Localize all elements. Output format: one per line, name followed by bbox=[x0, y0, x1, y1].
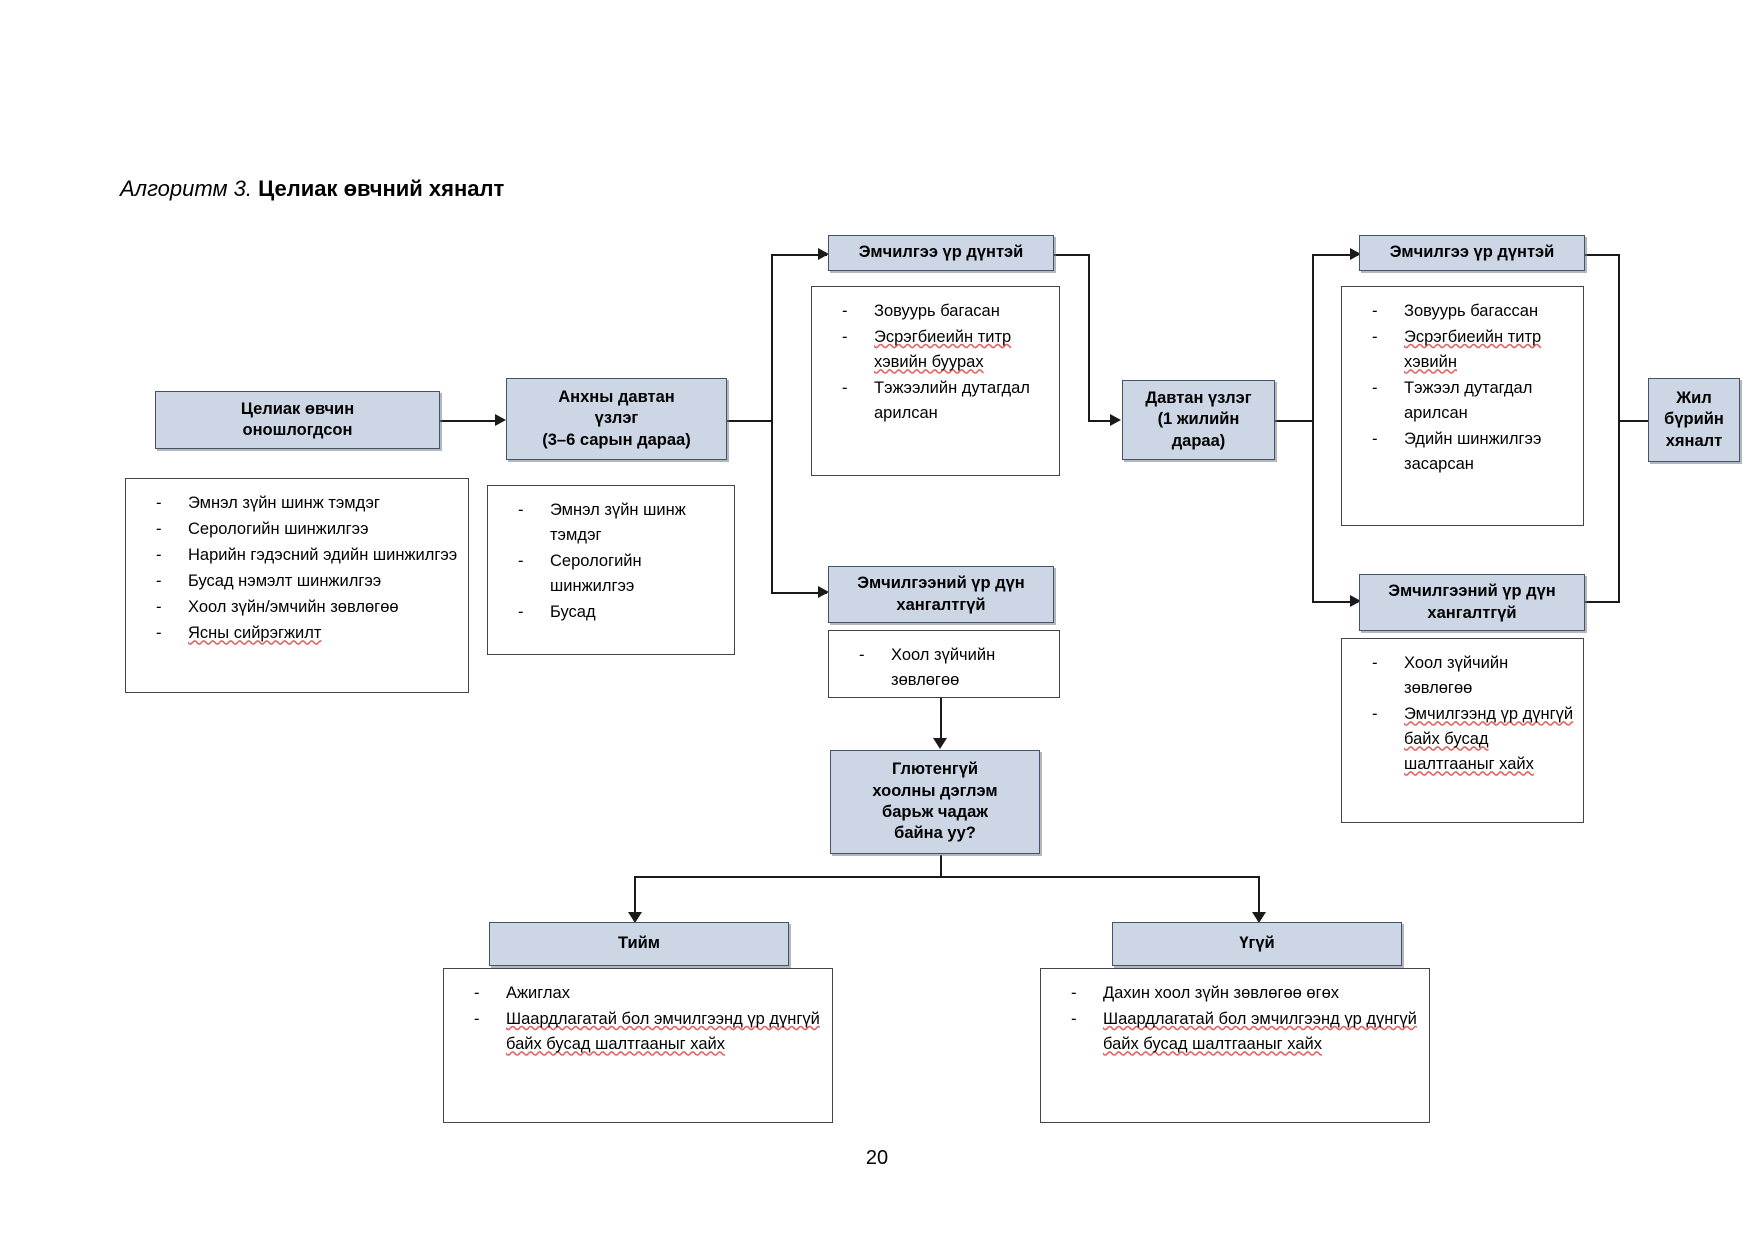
list-item: Шаардлагатай бол эмчилгээнд үр дүнгүй ба… bbox=[452, 1007, 824, 1057]
page-title: Алгоритм 3. Целиак өвчний хяналт bbox=[120, 176, 504, 202]
node-answer-no-label: Үгүй bbox=[1239, 934, 1275, 953]
list-item: Эдийн шинжилгээ засарсан bbox=[1350, 427, 1575, 477]
node-treatment-effective-2[interactable]: Эмчилгээ үр дүнтэй bbox=[1359, 235, 1585, 271]
list-item: Хоол зүйчийн зөвлөгөө bbox=[837, 643, 1051, 693]
connector-insufficient2-out bbox=[1585, 601, 1620, 603]
connector-split-to-no bbox=[1258, 876, 1260, 918]
list-item: Зовуурь багассан bbox=[1350, 299, 1575, 324]
list-treatment-insufficient-1-items: Хоол зүйчийн зөвлөгөө bbox=[828, 630, 1060, 698]
arrow-repeat-to-effective2 bbox=[1350, 248, 1361, 260]
list-answer-no-items: Дахин хоол зүйн зөвлөгөө өгөх Шаардлагат… bbox=[1040, 968, 1430, 1123]
node-treatment-effective-2-label: Эмчилгээ үр дүнтэй bbox=[1389, 243, 1555, 262]
arrow-merge-to-repeat bbox=[1110, 414, 1121, 426]
connector-split-to-yes bbox=[634, 876, 636, 918]
list-item: Эмнэл зүйн шинж тэмдэг bbox=[134, 491, 460, 516]
arrow-followup-to-insufficient1 bbox=[818, 586, 829, 598]
node-treatment-insufficient-2[interactable]: Эмчилгээний үр дүн хангалтгүй bbox=[1359, 574, 1585, 631]
node-gluten-free-question[interactable]: Глютенгүй хоолны дэглэм барьж чадаж байн… bbox=[830, 750, 1040, 854]
list-first-followup-items: Эмнэл зүйн шинж тэмдэг Серологийн шинжил… bbox=[487, 485, 735, 655]
arrow-split-to-yes bbox=[628, 912, 642, 923]
list-item: Бусад нэмэлт шинжилгээ bbox=[134, 569, 460, 594]
node-diagnosis-line-1: Целиак өвчин bbox=[240, 399, 355, 418]
list-item: Эсрэгбиеийн титр хэвийн bbox=[1350, 325, 1575, 375]
node-first-followup-line-3: (3–6 сарын дараа) bbox=[542, 430, 691, 449]
list-item: Нарийн гэдэсний эдийн шинжилгээ bbox=[134, 543, 460, 568]
title-name: Целиак өвчний хяналт bbox=[258, 176, 505, 201]
node-gluten-free-question-line-1: Глютенгүй bbox=[891, 760, 979, 779]
list-item: Серологийн шинжилгээ bbox=[134, 517, 460, 542]
page-number: 20 bbox=[865, 1147, 889, 1169]
list-treatment-effective-1-items: Зовуурь багасан Эсрэгбиеийн титр хэвийн … bbox=[811, 286, 1060, 476]
connector-right-split-vertical bbox=[1312, 254, 1314, 602]
node-treatment-insufficient-2-line-1: Эмчилгээний үр дүн bbox=[1388, 582, 1556, 601]
arrow-followup-to-effective1 bbox=[818, 248, 829, 260]
node-treatment-insufficient-1-line-2: хангалтгүй bbox=[896, 595, 986, 614]
list-item: Ясны сийрэгжилт bbox=[134, 621, 460, 646]
connector-right-merge-vertical bbox=[1618, 254, 1620, 602]
connector-merge-to-repeat bbox=[1088, 420, 1116, 422]
node-gluten-free-question-line-3: барьж чадаж bbox=[882, 803, 988, 821]
node-annual-monitoring-line-3: хяналт bbox=[1665, 431, 1723, 450]
node-repeat-followup-line-1: Давтан үзлэг bbox=[1145, 388, 1252, 407]
node-gluten-free-question-line-4: байна уу? bbox=[894, 824, 976, 843]
list-item: Хоол зүйн/эмчийн зөвлөгөө bbox=[134, 595, 460, 620]
connector-followup-vertical bbox=[771, 254, 773, 594]
list-item: Эсрэгбиеийн титр хэвийн буурах bbox=[820, 325, 1051, 375]
connector-merge-vertical bbox=[1088, 254, 1090, 420]
connector-question-down bbox=[940, 855, 942, 877]
list-item: Ажиглах bbox=[452, 981, 824, 1006]
node-treatment-insufficient-1-line-1: Эмчилгээний үр дүн bbox=[857, 574, 1025, 593]
node-repeat-followup-line-2: (1 жилийн bbox=[1157, 410, 1240, 429]
list-item: Зовуурь багасан bbox=[820, 299, 1051, 324]
list-item: Эмнэл зүйн шинж тэмдэг bbox=[496, 498, 726, 548]
node-repeat-followup-line-3: дараа) bbox=[1171, 431, 1226, 450]
node-answer-yes-label: Тийм bbox=[618, 934, 660, 953]
connector-followup-trunk bbox=[727, 420, 772, 422]
node-gluten-free-question-line-2: хоолны дэглэм bbox=[872, 781, 998, 800]
list-item: Хоол зүйчийн зөвлөгөө bbox=[1350, 651, 1575, 701]
node-diagnosis[interactable]: Целиак өвчин оношлогдсон bbox=[155, 391, 440, 449]
node-first-followup-line-2: үзлэг bbox=[594, 409, 639, 428]
node-treatment-effective-1-label: Эмчилгээ үр дүнтэй bbox=[858, 243, 1024, 262]
list-diagnosis-items: Эмнэл зүйн шинж тэмдэг Серологийн шинжил… bbox=[125, 478, 469, 693]
list-treatment-insufficient-2-items: Хоол зүйчийн зөвлөгөө Эмчилгээнд үр дүнг… bbox=[1341, 638, 1584, 823]
node-treatment-effective-1[interactable]: Эмчилгээ үр дүнтэй bbox=[828, 235, 1054, 271]
connector-followup-to-insufficient1 bbox=[771, 592, 827, 594]
list-item: Дахин хоол зүйн зөвлөгөө өгөх bbox=[1049, 981, 1421, 1006]
list-item: Шаардлагатай бол эмчилгээнд үр дүнгүй ба… bbox=[1049, 1007, 1421, 1057]
node-answer-no[interactable]: Үгүй bbox=[1112, 922, 1402, 966]
list-item: Тэжээл дутагдал арилсан bbox=[1350, 376, 1575, 426]
node-annual-monitoring-line-1: Жил bbox=[1676, 388, 1712, 407]
list-item: Эмчилгээнд үр дүнгүй байх бусад шалтгаан… bbox=[1350, 702, 1575, 777]
node-first-followup[interactable]: Анхны давтан үзлэг (3–6 сарын дараа) bbox=[506, 378, 727, 460]
connector-question-split bbox=[634, 876, 1259, 878]
list-item: Тэжээлийн дутагдал арилсан bbox=[820, 376, 1051, 426]
node-answer-yes[interactable]: Тийм bbox=[489, 922, 789, 966]
arrow-diagnosis-to-followup bbox=[495, 414, 506, 426]
node-treatment-insufficient-1[interactable]: Эмчилгээний үр дүн хангалтгүй bbox=[828, 566, 1054, 623]
title-prefix: Алгоритм 3. bbox=[120, 176, 253, 201]
connector-repeat-to-effective2 bbox=[1312, 254, 1358, 256]
list-treatment-effective-2-items: Зовуурь багассан Эсрэгбиеийн титр хэвийн… bbox=[1341, 286, 1584, 526]
node-treatment-insufficient-2-line-2: хангалтгүй bbox=[1427, 603, 1517, 622]
connector-followup-to-effective1 bbox=[771, 254, 827, 256]
node-annual-monitoring-line-2: бүрийн bbox=[1664, 410, 1724, 429]
arrow-repeat-to-insufficient2 bbox=[1350, 595, 1361, 607]
node-diagnosis-line-2: оношлогдсон bbox=[242, 421, 353, 439]
arrow-insufficient1-to-question bbox=[933, 738, 947, 749]
list-item: Серологийн шинжилгээ bbox=[496, 549, 726, 599]
connector-effective1-out bbox=[1054, 254, 1089, 256]
connector-diagnosis-to-followup bbox=[440, 420, 495, 422]
connector-effective2-out bbox=[1585, 254, 1620, 256]
connector-repeat-to-insufficient2 bbox=[1312, 601, 1358, 603]
list-answer-yes-items: Ажиглах Шаардлагатай бол эмчилгээнд үр д… bbox=[443, 968, 833, 1123]
arrow-split-to-no bbox=[1252, 912, 1266, 923]
node-annual-monitoring[interactable]: Жил бүрийн хяналт bbox=[1648, 378, 1740, 462]
connector-repeat-out bbox=[1273, 420, 1313, 422]
connector-merge-to-annual bbox=[1618, 420, 1648, 422]
list-item: Бусад bbox=[496, 600, 726, 625]
connector-insufficient1-to-question bbox=[940, 692, 942, 744]
node-first-followup-line-1: Анхны давтан bbox=[558, 387, 675, 406]
node-repeat-followup[interactable]: Давтан үзлэг (1 жилийн дараа) bbox=[1122, 380, 1275, 460]
